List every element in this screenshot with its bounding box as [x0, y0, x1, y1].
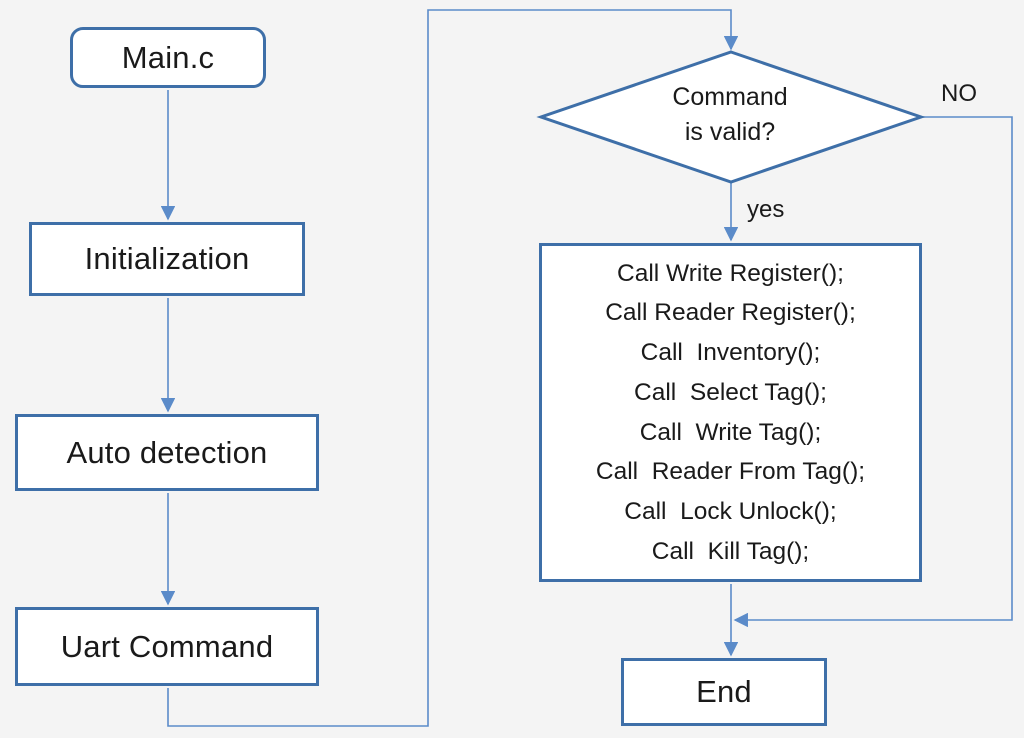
initialization-node: Initialization [29, 222, 305, 296]
call-line: Call Kill Tag(); [651, 537, 810, 565]
decision-label: Command is valid? [600, 80, 860, 150]
decision-diamond [536, 50, 926, 184]
no-edge-label: NO [941, 80, 977, 107]
call-line: Call Reader From Tag(); [595, 458, 866, 486]
call-line: Call Write Tag(); [639, 418, 822, 446]
arrow-decision-no-to-end [733, 116, 1013, 628]
call-line: Call Inventory(); [640, 339, 821, 367]
start-node-label: Main.c [121, 39, 215, 75]
uart-command-node: Uart Command [15, 607, 319, 686]
call-line: Call Lock Unlock(); [624, 497, 837, 525]
end-node-label: End [696, 674, 752, 709]
start-node: Main.c [70, 27, 266, 88]
end-node: End [621, 658, 827, 726]
arrow-uart-command-to-decision [167, 9, 739, 727]
call-line: Call Reader Register(); [605, 299, 856, 327]
decision-label-line: is valid? [684, 118, 776, 146]
auto-detection-node-label: Auto detection [66, 434, 268, 470]
call-line: Call Write Register(); [617, 259, 844, 287]
call-line: Call Select Tag(); [634, 378, 827, 406]
uart-command-node-label: Uart Command [60, 628, 274, 664]
command-calls-node: Call Write Register(); Call Reader Regis… [539, 243, 922, 582]
decision-label-line: Command [672, 83, 788, 111]
initialization-node-label: Initialization [84, 241, 250, 276]
yes-edge-label: yes [747, 196, 785, 223]
auto-detection-node: Auto detection [15, 414, 319, 491]
